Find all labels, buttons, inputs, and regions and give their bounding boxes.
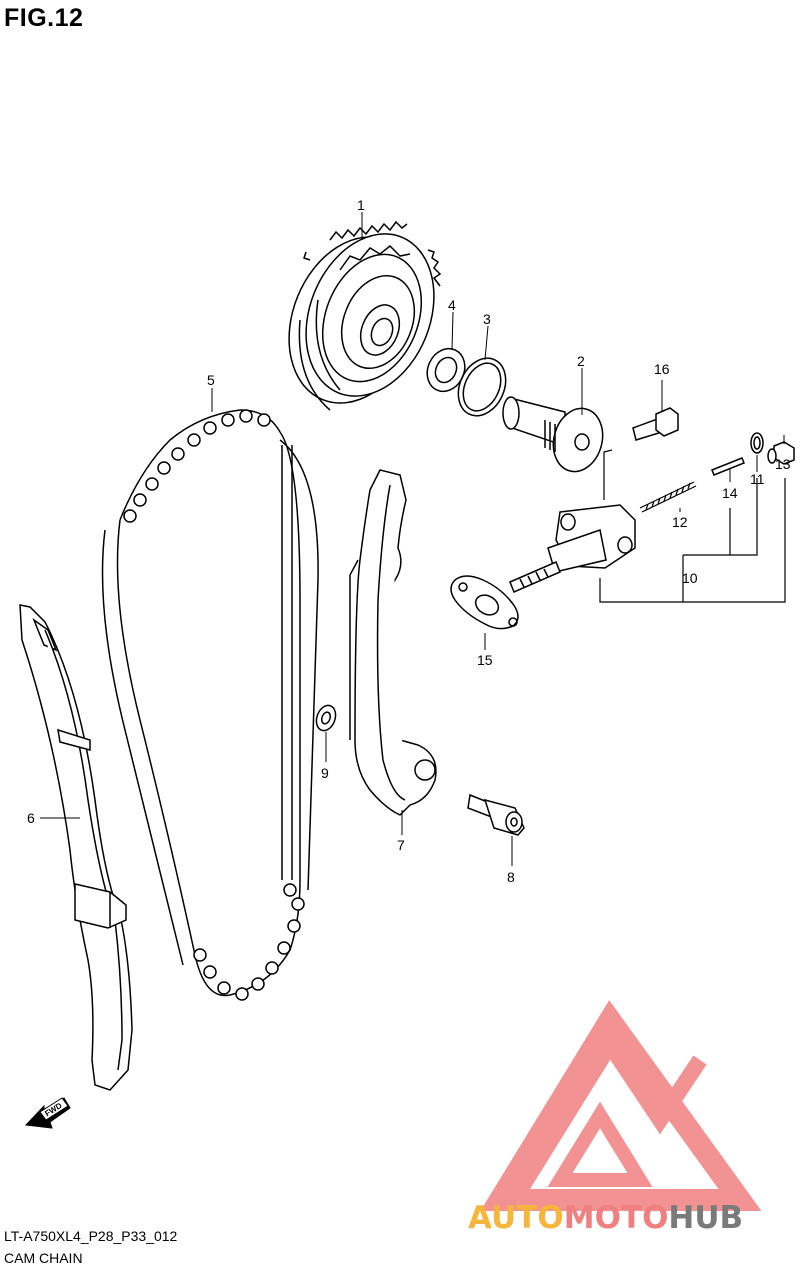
callout-15: 15 — [477, 652, 493, 668]
callout-1: 1 — [357, 197, 365, 213]
callout-16: 16 — [654, 361, 670, 377]
watermark-logo — [480, 1000, 762, 1211]
watermark-hub: HUB — [668, 1200, 743, 1236]
part-14-pin — [711, 457, 745, 476]
fwd-arrow: FWD — [24, 1097, 71, 1129]
callout-5: 5 — [207, 372, 215, 388]
callout-12: 12 — [672, 514, 688, 530]
callout-8: 8 — [507, 869, 515, 885]
chain-links-top — [123, 409, 271, 523]
svg-text:AUTOMOTOHUB: AUTOMOTOHUB — [468, 1200, 743, 1236]
callout-13: 13 — [775, 456, 791, 472]
logo-triangle-inner — [547, 1101, 653, 1187]
callout-labels: 1 2 3 4 5 6 7 8 9 10 11 12 13 14 15 16 — [27, 197, 791, 885]
figure-title: FIG.12 — [4, 4, 84, 32]
figure-name: CAM CHAIN — [4, 1250, 83, 1266]
part-13-bolt — [767, 441, 795, 465]
part-2-shaft — [502, 396, 604, 473]
part-9-washer — [315, 704, 337, 732]
callout-2: 2 — [577, 353, 585, 369]
part-15-gasket — [450, 575, 519, 630]
leader-lines — [40, 212, 785, 866]
figure-code: LT-A750XL4_P28_P33_012 — [4, 1228, 178, 1244]
callout-4: 4 — [448, 297, 456, 313]
callout-9: 9 — [321, 765, 329, 781]
bracket-10 — [599, 449, 786, 603]
callout-6: 6 — [27, 810, 35, 826]
chain-links-bottom — [193, 883, 305, 1001]
callout-7: 7 — [397, 837, 405, 853]
part-3-o-ring — [457, 357, 507, 417]
callout-14: 14 — [722, 485, 738, 501]
watermark-moto: MOTO — [564, 1200, 669, 1236]
callout-11: 11 — [750, 471, 765, 487]
part-10-tensioner — [509, 504, 636, 593]
callout-3: 3 — [483, 311, 491, 327]
part-12-spring — [639, 481, 697, 513]
part-7-chain-guide — [349, 469, 437, 816]
gear-teeth — [303, 220, 442, 287]
part-8-bolt — [467, 793, 525, 836]
logo-m-stroke — [513, 1030, 707, 1195]
part-16-bolt — [632, 407, 679, 441]
part-1-cam-gear — [288, 220, 442, 411]
watermark-auto: AUTO — [468, 1200, 564, 1236]
part-5-cam-chain — [101, 409, 319, 1001]
part-6-chain-guide — [19, 604, 133, 1091]
callout-10: 10 — [682, 570, 698, 586]
part-11-washer — [750, 432, 764, 454]
watermark-text: AUTOMOTOHUB — [468, 1200, 743, 1236]
